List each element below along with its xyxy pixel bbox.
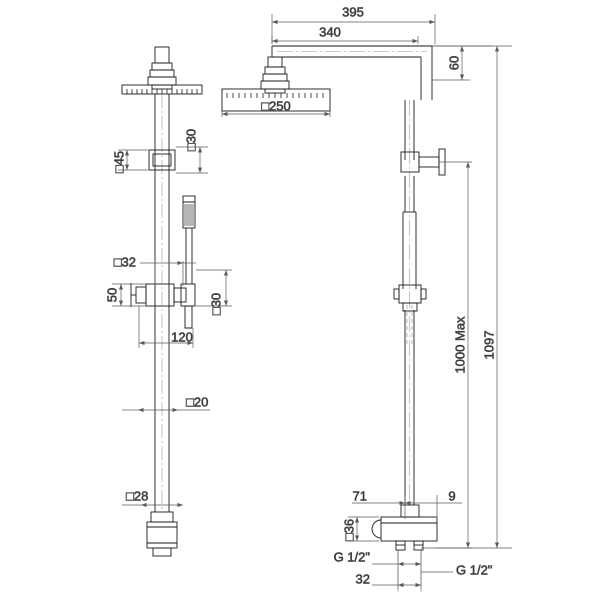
side-view-geometry <box>221 45 446 592</box>
side-head-stem <box>260 56 290 94</box>
dim-50: 50 <box>104 283 146 307</box>
dim-30-top-text: □30 <box>183 129 198 151</box>
front-mixer-body <box>130 283 196 329</box>
front-bottom-inlet <box>146 511 178 557</box>
dim-20-text: □20 <box>186 394 208 409</box>
dim-30-handshower: □30 <box>196 269 232 316</box>
dim-250-text: □250 <box>261 98 291 113</box>
dim-32-bottom: 32 <box>355 570 422 590</box>
dim-9-text: 9 <box>448 488 455 503</box>
side-valve-body <box>371 504 438 592</box>
dim-71: 71 <box>352 488 438 519</box>
side-shower-head <box>221 88 331 112</box>
dim-9: 9 <box>405 488 462 506</box>
dim-32: □32 <box>113 254 196 286</box>
dim-28: □28 <box>122 488 183 508</box>
dim-36-text: □36 <box>341 519 356 541</box>
dim-1000max-text: 1000 Max <box>452 316 467 374</box>
front-riser-tube <box>154 94 170 512</box>
dim-28-text: □28 <box>126 488 148 503</box>
front-wall-bracket-upper <box>148 149 176 171</box>
dim-1000max: 1000 Max <box>421 161 472 549</box>
dim-1097-text: 1097 <box>481 331 496 360</box>
dim-120-text: 120 <box>171 329 193 344</box>
front-view-geometry <box>121 46 203 557</box>
dim-1097: 1097 <box>432 45 512 549</box>
front-head-stem <box>147 46 177 90</box>
dim-32-text: □32 <box>114 254 136 269</box>
dim-340-text: 340 <box>319 24 341 39</box>
dim-71-text: 71 <box>353 488 367 503</box>
side-bracket-upper <box>400 148 446 176</box>
dim-g12-left: G 1/2" <box>333 549 422 570</box>
dim-30-handshower-text: □30 <box>208 293 223 315</box>
dim-120: 120 <box>138 306 194 348</box>
dim-g12-left-text: G 1/2" <box>334 549 371 564</box>
dim-250: □250 <box>221 98 331 117</box>
dim-45-text: □45 <box>111 151 126 173</box>
dim-30-top: □30 <box>176 128 208 174</box>
side-riser-tube <box>402 100 417 505</box>
dim-g12-right: G 1/2" <box>421 562 493 578</box>
side-shower-arm <box>271 45 433 100</box>
dim-60: 60 <box>432 45 492 81</box>
dim-60-text: 60 <box>446 56 461 70</box>
dim-32-bottom-text: 32 <box>356 571 370 586</box>
dim-340: 340 <box>271 24 419 44</box>
side-bracket-lower <box>393 284 427 312</box>
dim-395: 395 <box>271 4 436 44</box>
front-shower-head <box>121 84 203 95</box>
dim-50-text: 50 <box>104 288 119 302</box>
dim-45: □45 <box>111 149 148 174</box>
dim-g12-right-text: G 1/2" <box>456 562 493 577</box>
dim-395-text: 395 <box>342 4 364 19</box>
dim-36: □36 <box>341 516 379 542</box>
front-handshower-wand <box>182 195 196 284</box>
dimension-annotations: 395 340 60 □250 □30 <box>104 4 512 590</box>
dim-20: □20 <box>122 394 210 413</box>
